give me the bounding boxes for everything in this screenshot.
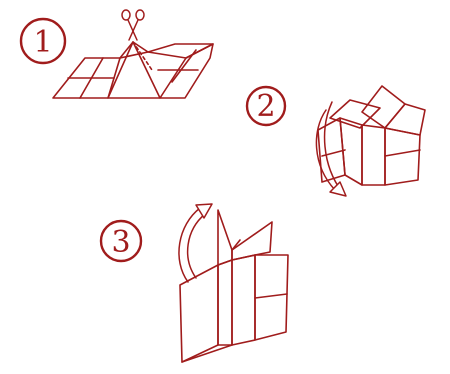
step-3-standing-sheet (180, 210, 288, 362)
step-2-folded-box (318, 86, 425, 185)
step-2-right-lid (385, 104, 425, 135)
step-2: 2 (247, 86, 425, 196)
step-1-folded-sheet (53, 42, 213, 98)
step-2-number-badge: 2 (247, 87, 285, 125)
step-1: 1 (21, 10, 213, 98)
step-2-mid-crease (385, 150, 420, 156)
step-3-bottom-fold (182, 345, 232, 362)
step-1-right-far-panel (148, 44, 213, 58)
scissors-icon (122, 10, 144, 40)
step-2-back-top (330, 100, 380, 128)
step-3-upright-flap-left (218, 210, 232, 265)
step-2-number: 2 (256, 89, 275, 124)
step-1-number: 1 (33, 25, 52, 60)
step-3-horizontal-crease (255, 294, 287, 298)
step-1-right-panel (160, 44, 213, 98)
step-3-number: 3 (111, 225, 130, 260)
step-1-number-badge: 1 (21, 19, 65, 63)
step-2-front-face (362, 125, 385, 185)
step-2-peak (362, 86, 405, 128)
step-3-center-left-panel (218, 260, 232, 345)
step-3-number-badge: 3 (101, 221, 141, 261)
step-1-right-crease-vertical (172, 50, 196, 82)
step-3-center-right-panel (232, 255, 255, 345)
step-3: 3 (101, 204, 288, 362)
step-2-right-face (385, 128, 420, 185)
